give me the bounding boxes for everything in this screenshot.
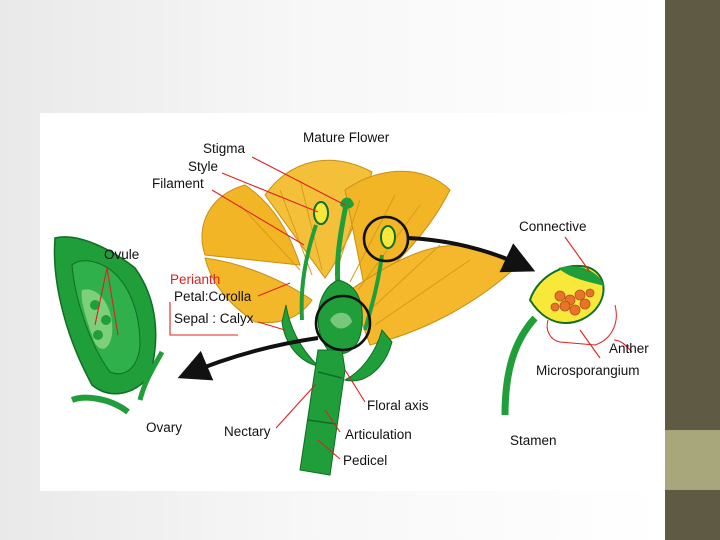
anther-right [381,226,395,248]
side-decoration-accent [665,430,720,490]
label-floral-axis: Floral axis [367,398,429,413]
pedicel-stem [300,350,345,475]
label-connective: Connective [519,219,587,234]
flower-diagram: Mature Flower Stigma Style Filament Conn… [40,113,660,491]
label-ovule: Ovule [104,247,139,262]
label-style: Style [188,159,218,174]
label-filament: Filament [152,176,204,191]
label-articulation: Articulation [345,427,412,442]
label-stamen: Stamen [510,433,557,448]
label-mature-flower: Mature Flower [303,130,390,145]
stamen-enlarged-illustration [505,266,616,415]
label-petal-corolla: Petal:Corolla [174,289,252,304]
label-microsporangium: Microsporangium [536,363,640,378]
label-pedicel: Pedicel [343,453,387,468]
label-nectary: Nectary [224,424,271,439]
ovary-enlarged-illustration [54,237,162,412]
label-anther: Anther [609,341,649,356]
anther-left [314,202,328,224]
label-stigma: Stigma [203,141,246,156]
label-perianth: Perianth [170,272,220,287]
label-ovary: Ovary [146,420,182,435]
label-sepal-calyx: Sepal : Calyx [174,311,254,326]
